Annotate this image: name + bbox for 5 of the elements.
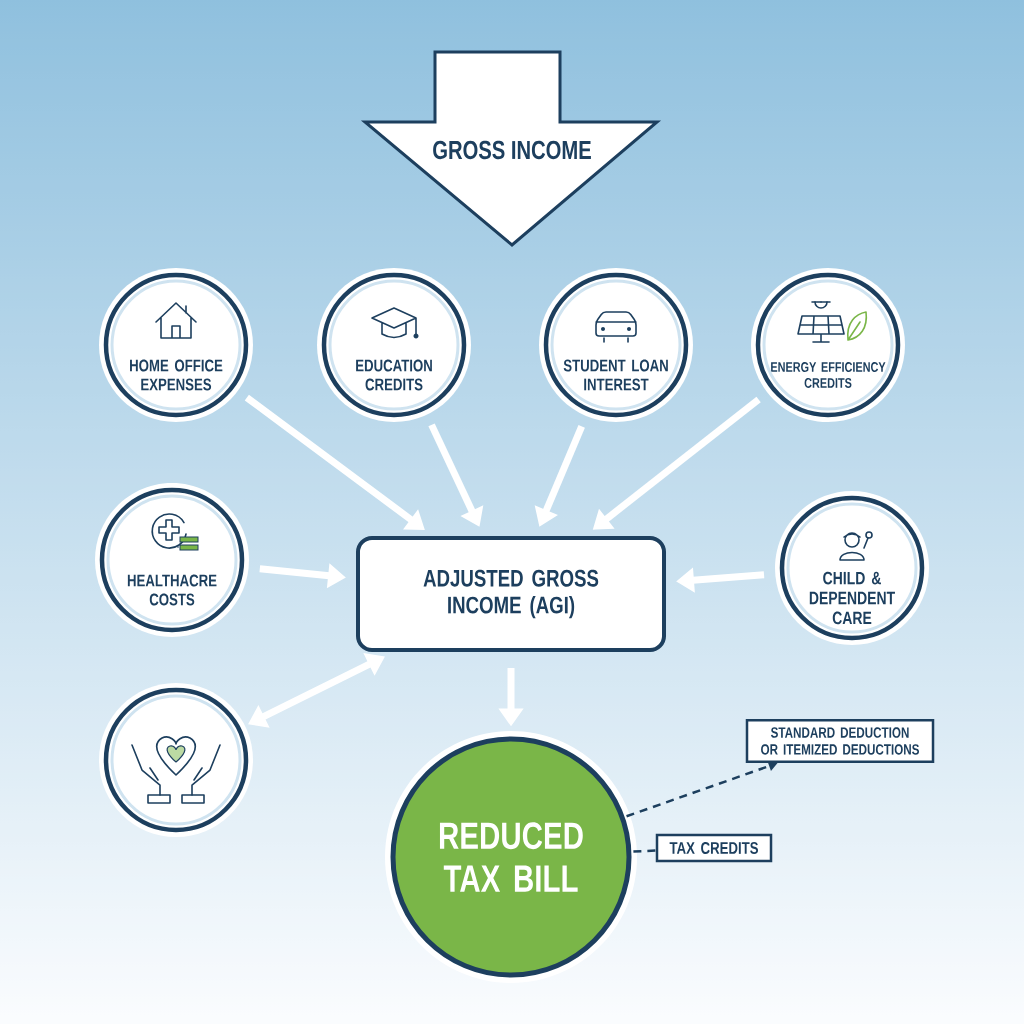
down-arrow-box: GROSS INCOME bbox=[360, 50, 662, 247]
note-box: TAX CREDITS bbox=[655, 833, 773, 863]
process-box: ADJUSTED GROSS INCOME (AGI) bbox=[356, 536, 666, 652]
note-box: STANDARD DEDUCTION OR ITEMIZED DEDUCTIONS bbox=[745, 719, 935, 763]
category-circle bbox=[99, 683, 253, 837]
